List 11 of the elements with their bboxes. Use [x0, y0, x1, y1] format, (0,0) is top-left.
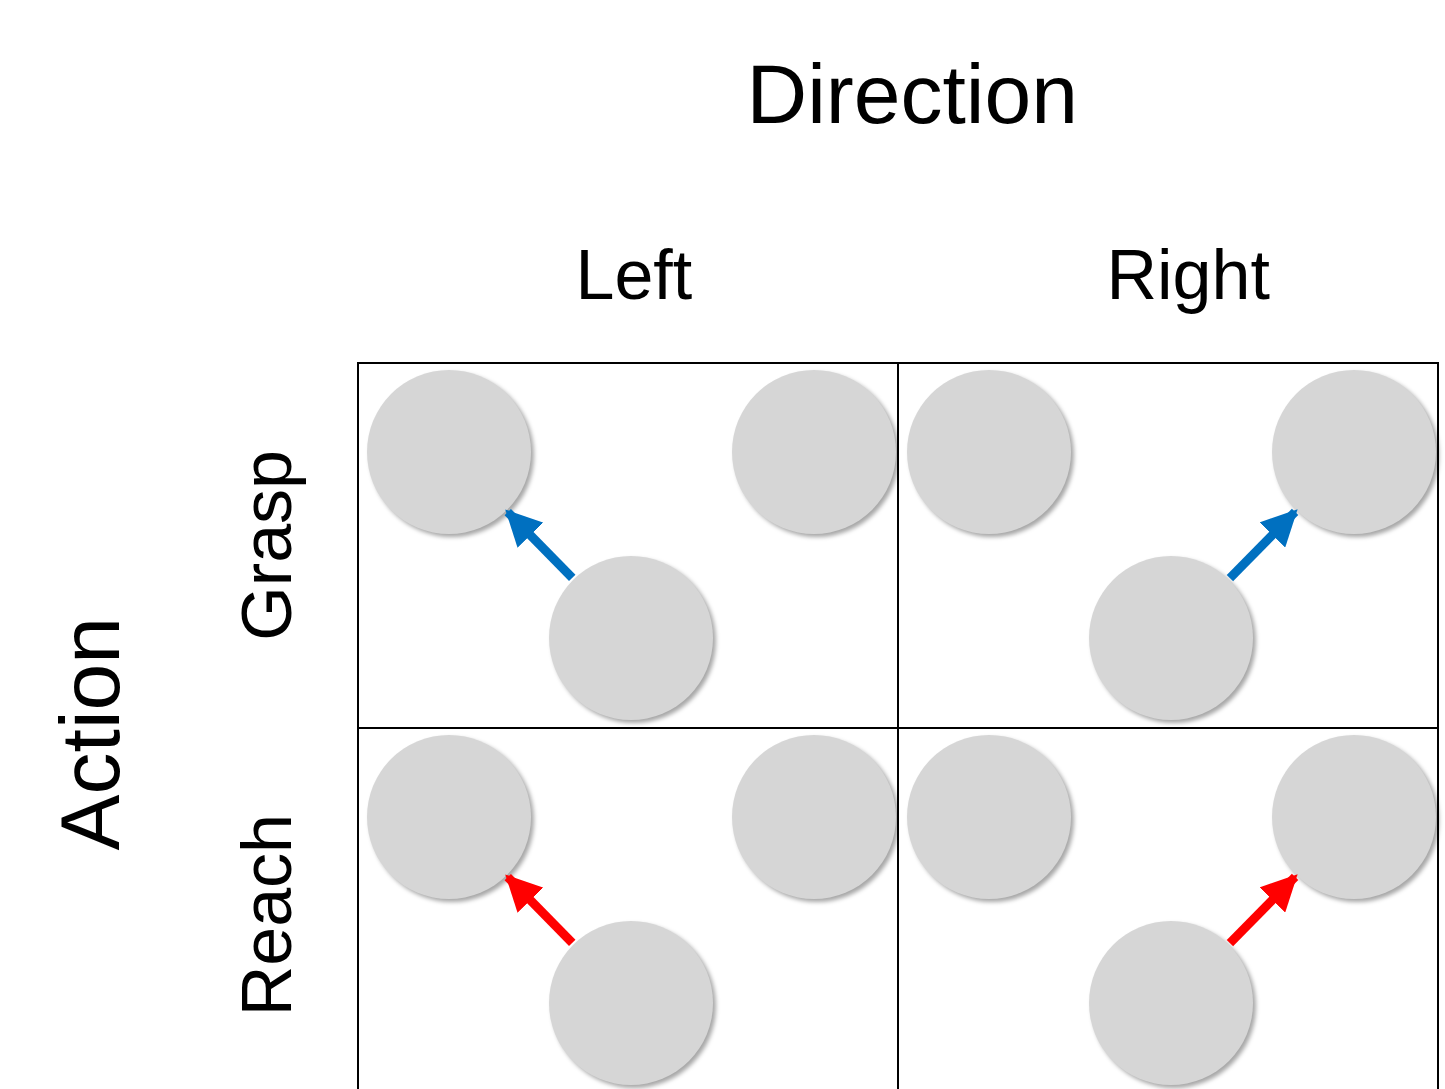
grid-cell	[357, 727, 899, 1089]
arrow	[1226, 508, 1299, 582]
grid-cell	[897, 362, 1439, 729]
axis-heading: Action	[48, 616, 132, 850]
grid-cell	[357, 362, 899, 729]
arrow	[504, 873, 576, 947]
arrow	[1226, 873, 1299, 947]
heading: Direction	[746, 52, 1078, 136]
column-header: Left	[575, 240, 693, 310]
arrow	[504, 508, 576, 582]
row-header: Reach	[232, 814, 302, 1017]
